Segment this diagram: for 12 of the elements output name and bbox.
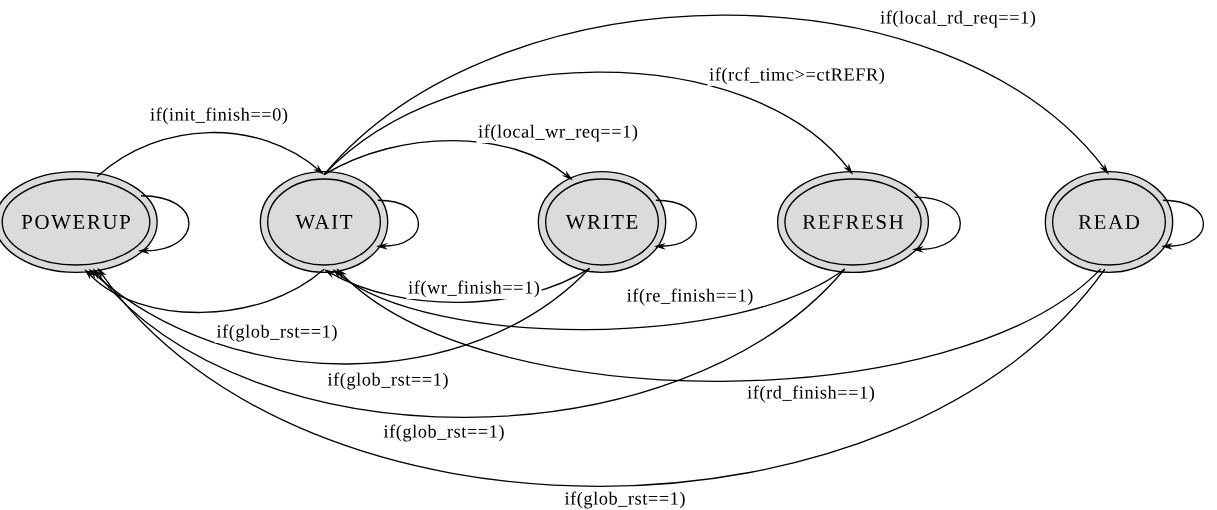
edge-label: if(init_finish==0): [148, 105, 290, 127]
edge-label: if(glob_rst==1): [381, 422, 507, 444]
edge-label: if(rd_finish==1): [745, 383, 877, 405]
edge-label: if(re_finish==1): [625, 286, 755, 308]
edge-label: if(local_rd_req==1): [878, 8, 1038, 30]
transition-arrow: [323, 14, 1109, 176]
edge-label: if(wr_finish==1): [406, 278, 542, 300]
edge-label: if(glob_rst==1): [562, 489, 688, 510]
edge-label: if(local_wr_req==1): [476, 122, 640, 144]
edge-label: if(rcf_timc>=ctREFR): [707, 65, 887, 87]
edge-label: if(glob_rst==1): [214, 322, 340, 344]
edge-label: if(glob_rst==1): [325, 370, 451, 392]
